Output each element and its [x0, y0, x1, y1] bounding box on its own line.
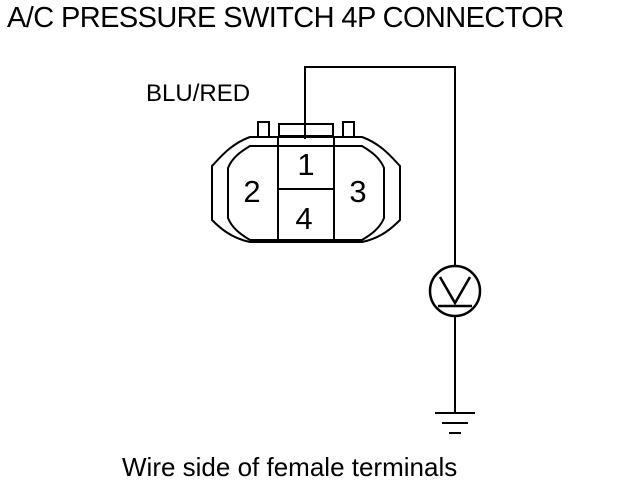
wire-color-label: BLU/RED — [146, 80, 251, 107]
diagram-title: A/C PRESSURE SWITCH 4P CONNECTOR — [7, 2, 564, 34]
terminal-2-label: 2 — [243, 174, 260, 209]
terminal-3-label: 3 — [349, 174, 366, 209]
voltmeter-icon — [428, 264, 482, 318]
terminal-4-label: 4 — [295, 201, 312, 236]
diagram-caption: Wire side of female terminals — [122, 452, 458, 482]
connector-inner-outline — [227, 145, 385, 241]
voltmeter-symbol-v — [438, 276, 472, 306]
terminal-1-label: 1 — [297, 147, 314, 182]
probe-wire-positive — [304, 66, 456, 266]
ground-icon — [435, 412, 475, 434]
